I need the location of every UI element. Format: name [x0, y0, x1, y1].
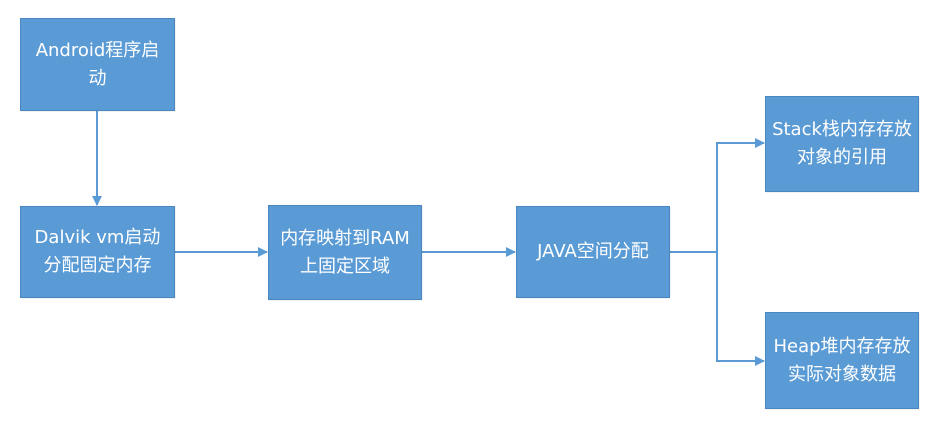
node-android-start: Android程序启动	[20, 18, 175, 111]
node-heap-data-label: Heap堆内存存放实际对象数据	[773, 335, 911, 385]
node-stack-ref: Stack栈内存存放对象的引用	[765, 96, 919, 192]
node-java-alloc-label: JAVA空间分配	[537, 241, 649, 262]
node-ram-mapping-label: 内存映射到RAM上固定区域	[280, 227, 410, 277]
node-dalvik-alloc-label: Dalvik vm启动分配固定内存	[34, 227, 161, 276]
node-java-alloc: JAVA空间分配	[516, 206, 670, 298]
node-heap-data: Heap堆内存存放实际对象数据	[765, 312, 919, 409]
node-stack-ref-label: Stack栈内存存放对象的引用	[772, 119, 912, 168]
node-dalvik-alloc: Dalvik vm启动分配固定内存	[20, 206, 175, 298]
node-ram-mapping: 内存映射到RAM上固定区域	[268, 205, 422, 300]
node-android-start-label: Android程序启动	[35, 39, 160, 89]
